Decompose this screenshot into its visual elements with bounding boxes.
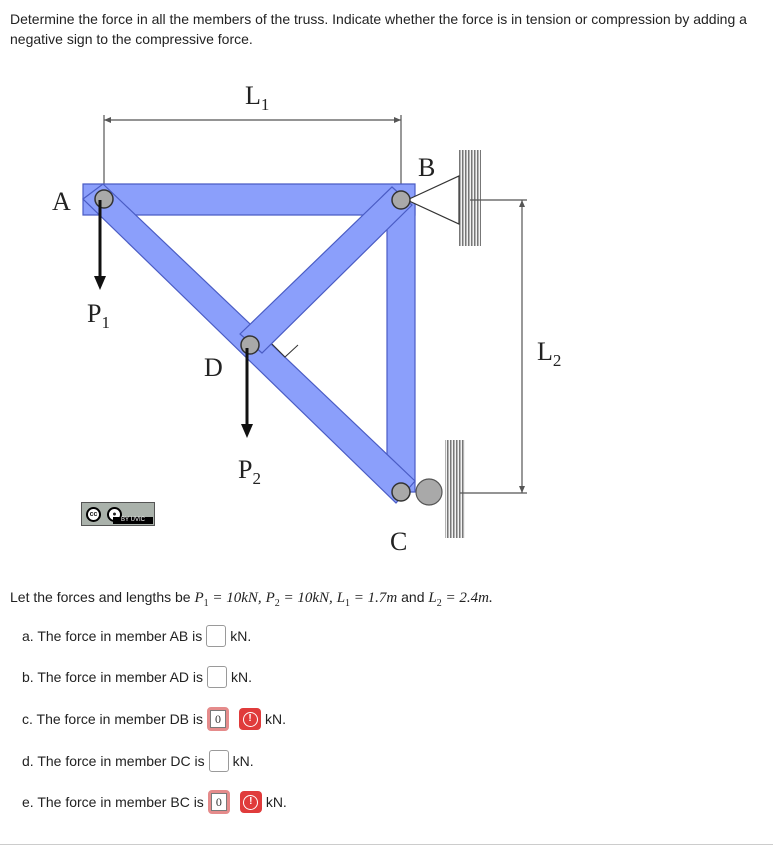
- given-and: and: [401, 589, 425, 605]
- part-d-unit: kN.: [232, 753, 254, 769]
- member-ab: [82, 183, 416, 216]
- label-p2: P2: [238, 455, 261, 488]
- answer-input-ab[interactable]: [206, 625, 227, 647]
- member-bc: [386, 199, 416, 493]
- given-l2: L2 = 2.4m.: [428, 590, 493, 609]
- pin-c: [391, 482, 411, 502]
- pin-a: [94, 189, 114, 209]
- label-l2: L2: [537, 337, 561, 370]
- label-p1: P1: [87, 299, 110, 332]
- part-e-label: e. The force in member BC is: [22, 794, 204, 810]
- label-a: A: [52, 187, 71, 216]
- answer-input-ad[interactable]: [207, 666, 228, 688]
- given-prefix: Let the forces and lengths be: [10, 589, 191, 605]
- part-c: c. The force in member DB is 0 ! kN.: [22, 706, 286, 732]
- question-text: Determine the force in all the members o…: [10, 11, 747, 47]
- answer-input-bc-value: 0: [210, 793, 227, 811]
- cc-license-badge: cc ● BY UVIC: [81, 502, 155, 526]
- given-values: Let the forces and lengths be P1 = 10kN,…: [10, 589, 493, 609]
- wall-support-bottom: [445, 440, 465, 538]
- part-a-label: a. The force in member AB is: [22, 628, 203, 644]
- part-a: a. The force in member AB is kN.: [22, 623, 251, 649]
- answer-input-dc[interactable]: [208, 750, 229, 772]
- load-p1-arrow: [94, 200, 106, 290]
- given-l1: L1 = 1.7m: [336, 590, 398, 609]
- answer-input-db-value: 0: [210, 710, 227, 728]
- dimension-l1: [103, 115, 402, 188]
- pin-d: [240, 335, 260, 355]
- load-p2-arrow: [241, 348, 253, 438]
- part-b: b. The force in member AD is kN.: [22, 664, 252, 690]
- part-b-unit: kN.: [231, 669, 253, 685]
- label-c: C: [390, 527, 407, 556]
- error-icon[interactable]: !: [239, 791, 262, 813]
- wall-support-top: [459, 150, 481, 246]
- pin-support-b: [405, 175, 460, 225]
- cc-icon: cc: [86, 506, 101, 522]
- part-a-unit: kN.: [230, 628, 252, 644]
- roller-support-c: [415, 478, 443, 506]
- answer-input-db[interactable]: 0: [207, 707, 230, 731]
- part-b-label: b. The force in member AD is: [22, 669, 204, 685]
- right-angle-marker: [271, 343, 299, 358]
- dimension-l2: [460, 199, 527, 494]
- part-e-unit: kN.: [265, 794, 287, 810]
- label-l1: L1: [245, 81, 269, 114]
- part-e: e. The force in member BC is 0 ! kN.: [22, 789, 287, 815]
- pin-b: [391, 190, 411, 210]
- answer-input-bc[interactable]: 0: [207, 790, 230, 814]
- error-icon[interactable]: !: [239, 708, 262, 730]
- part-c-label: c. The force in member DB is: [22, 711, 204, 727]
- label-d: D: [204, 353, 223, 382]
- part-d: d. The force in member DC is kN.: [22, 748, 254, 774]
- part-d-label: d. The force in member DC is: [22, 753, 205, 769]
- truss-diagram: A B D C P1 P2 L1 L2: [52, 81, 561, 556]
- label-b: B: [418, 153, 435, 182]
- given-p2: P2 = 10kN,: [265, 590, 333, 609]
- license-by-label: BY UVIC: [113, 517, 153, 524]
- part-c-unit: kN.: [265, 711, 287, 727]
- given-p1: P1 = 10kN,: [194, 590, 262, 609]
